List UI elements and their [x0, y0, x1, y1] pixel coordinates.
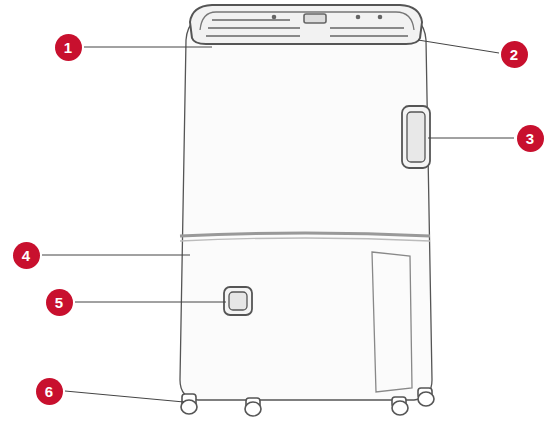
callout-number: 6 — [45, 384, 53, 399]
callout-circle: 4 — [13, 242, 40, 269]
dehumidifier-body — [180, 5, 434, 416]
callout-circle: 5 — [46, 289, 73, 316]
callout-number: 3 — [526, 131, 534, 146]
callout-circle: 2 — [501, 41, 528, 68]
callout-circle: 3 — [517, 125, 544, 152]
callout-number: 1 — [64, 40, 72, 55]
callout-circle: 6 — [36, 378, 63, 405]
callout-number: 4 — [22, 248, 30, 263]
leader-lines — [42, 40, 514, 402]
callout-number: 2 — [510, 47, 518, 62]
callout-number: 5 — [55, 295, 63, 310]
callout-circle: 1 — [55, 34, 82, 61]
